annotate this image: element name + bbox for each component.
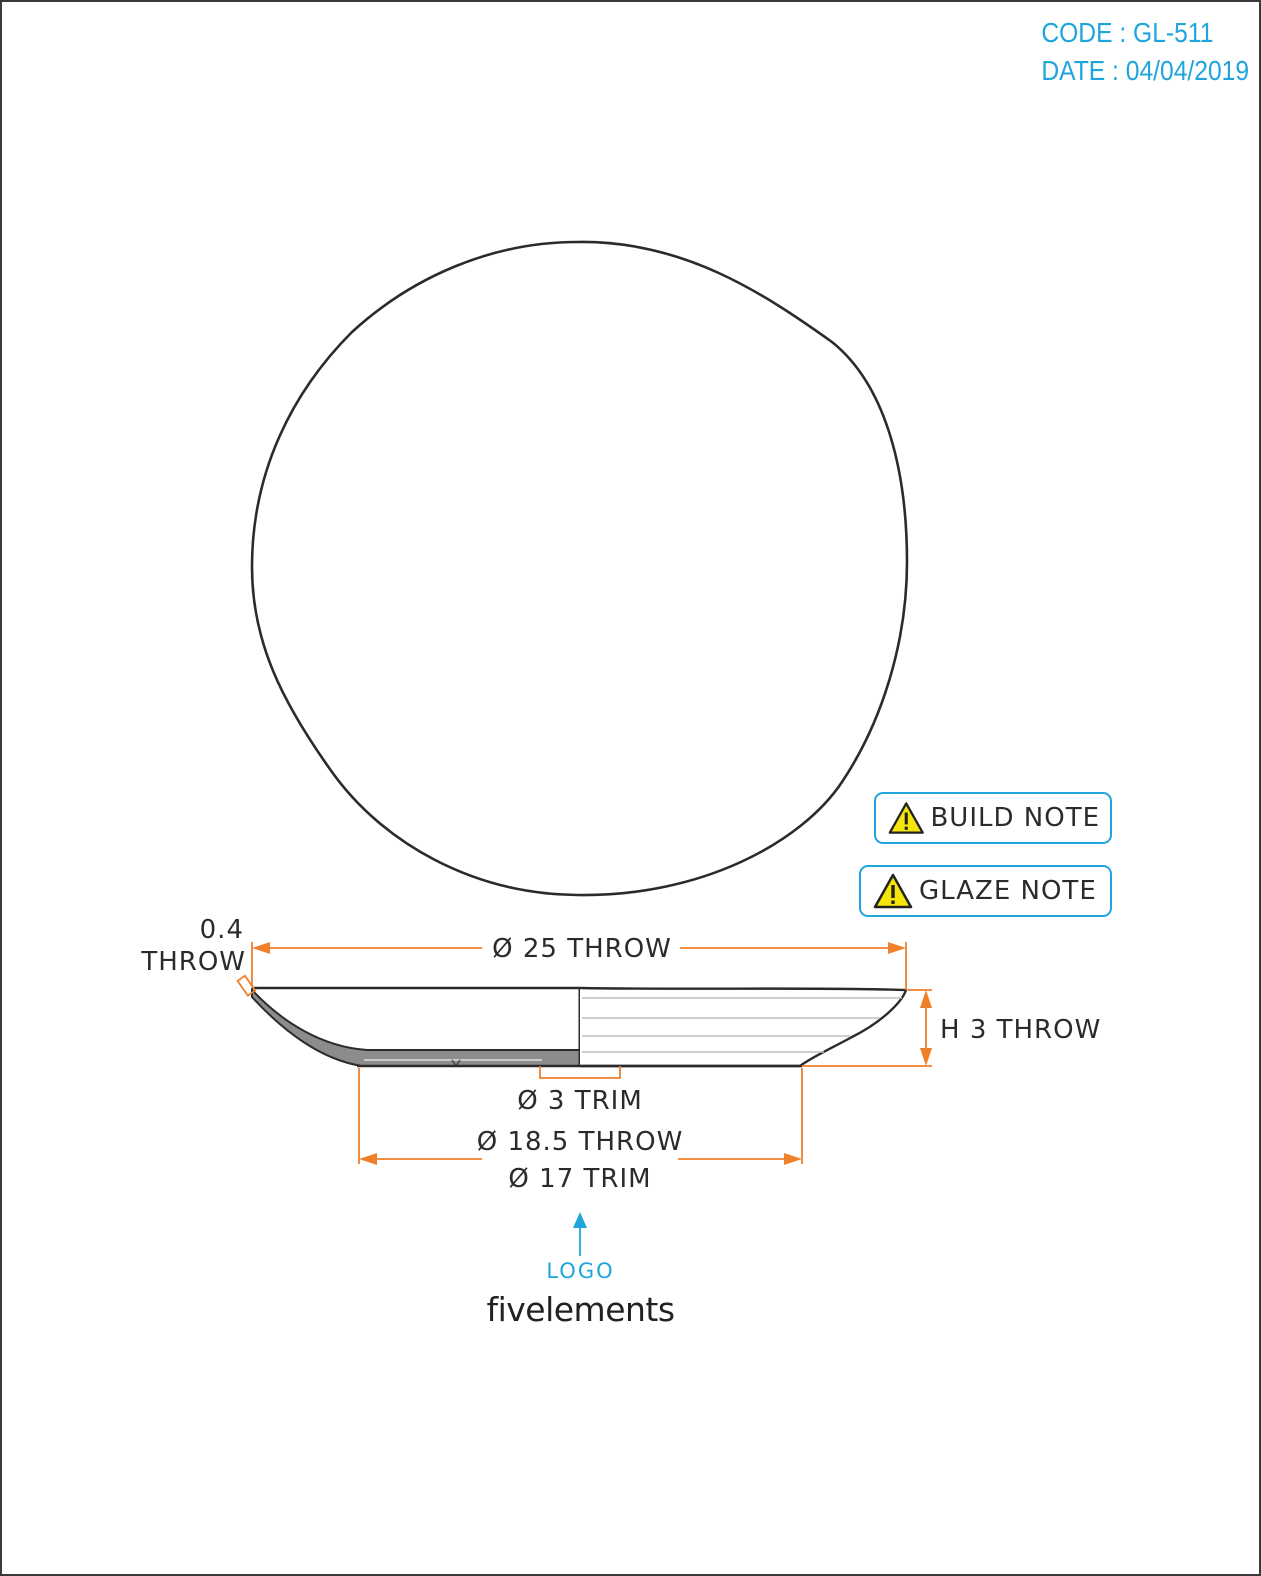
build-note-label: BUILD NOTE xyxy=(930,803,1100,833)
section-wall xyxy=(251,987,581,1067)
exterior-outline xyxy=(579,986,908,1068)
base-trim-label: Ø 17 TRIM xyxy=(508,1164,651,1194)
logo-label: LOGO xyxy=(546,1259,615,1283)
glaze-note-label: GLAZE NOTE xyxy=(919,876,1097,906)
base-throw-label: Ø 18.5 THROW xyxy=(477,1127,684,1157)
glaze-note-button[interactable]: GLAZE NOTE xyxy=(859,865,1112,917)
build-note-button[interactable]: BUILD NOTE xyxy=(874,792,1112,844)
plate-side-view xyxy=(251,986,908,1068)
dimension-arrowheads xyxy=(252,942,932,1165)
product-code: CODE : GL-511 xyxy=(1041,17,1214,48)
brand-logo: fivelements xyxy=(486,1290,675,1329)
logo-pointer-arrow xyxy=(573,1212,587,1256)
plate-top-view-outline xyxy=(250,240,909,897)
warning-triangle-icon xyxy=(873,873,913,909)
warning-triangle-icon xyxy=(888,802,924,834)
dimension-lines xyxy=(236,942,932,1164)
height-label: H 3 THROW xyxy=(940,1015,1101,1045)
foot-trim-label: Ø 3 TRIM xyxy=(517,1086,643,1116)
drawing-date: DATE : 04/04/2019 xyxy=(1041,55,1249,86)
rim-thickness-method: THROW xyxy=(140,947,246,977)
rim-thickness-value: 0.4 xyxy=(200,915,244,945)
title-block: CODE : GL-511 DATE : 04/04/2019 xyxy=(1041,14,1249,90)
top-diameter-label: Ø 25 THROW xyxy=(492,934,672,964)
